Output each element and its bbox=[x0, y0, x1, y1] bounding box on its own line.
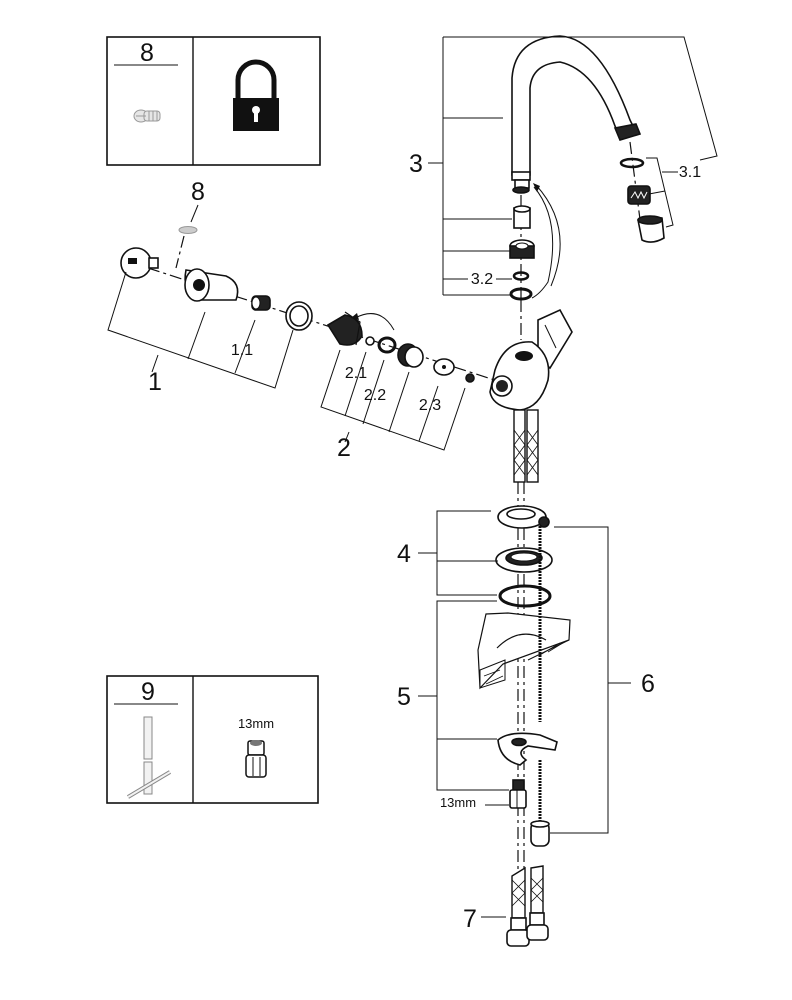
part-4-base-ring bbox=[495, 547, 553, 573]
part-5-13mm-nut bbox=[509, 779, 527, 809]
callout-4: 4 bbox=[397, 540, 411, 568]
padlock-icon bbox=[233, 59, 279, 131]
part-1-cap bbox=[120, 247, 159, 279]
part-1-1-adapter bbox=[251, 295, 271, 311]
box-8-number: 8 bbox=[140, 39, 154, 67]
box-8: 8 bbox=[106, 36, 321, 166]
screw-icon bbox=[133, 109, 161, 123]
callout-3-2: 3.2 bbox=[471, 271, 493, 288]
t-handle-key-icon bbox=[126, 716, 172, 799]
part-2-small-nut bbox=[465, 373, 475, 383]
supply-hoses-upper bbox=[513, 409, 539, 483]
part-2-3-disc bbox=[433, 358, 455, 376]
callout-5: 5 bbox=[397, 683, 411, 711]
part-1-lever-knob bbox=[184, 268, 239, 302]
part-3-1-insert bbox=[627, 185, 651, 205]
part-3-1-washer bbox=[619, 157, 645, 169]
part-5-clamp-plate bbox=[497, 732, 558, 766]
callout-2: 2 bbox=[337, 434, 351, 462]
callout-6: 6 bbox=[641, 670, 655, 698]
part-3-sleeve bbox=[513, 205, 531, 229]
part-3-2-oring bbox=[512, 271, 530, 281]
callout-3: 3 bbox=[409, 150, 423, 178]
box-9-size-label: 13mm bbox=[238, 716, 274, 731]
part-2-2-oring bbox=[377, 336, 397, 354]
box-9: 9 13mm bbox=[106, 675, 319, 804]
part-2-cartridge bbox=[326, 311, 363, 346]
part-6-pull-rod bbox=[530, 526, 550, 847]
socket-icon bbox=[245, 740, 267, 778]
callout-1: 1 bbox=[148, 368, 162, 396]
part-4-escutcheon bbox=[497, 505, 550, 529]
faucet-body bbox=[489, 308, 573, 411]
part-2-cylinder bbox=[397, 343, 424, 368]
callout-2-3: 2.3 bbox=[419, 397, 441, 414]
part-8-grey-screw bbox=[178, 226, 198, 234]
callout-2-2: 2.2 bbox=[364, 387, 386, 404]
countertop-section bbox=[477, 612, 571, 690]
box-9-number: 9 bbox=[141, 678, 155, 706]
part-2-1-oring-small bbox=[365, 336, 375, 346]
callout-3-1: 3.1 bbox=[679, 164, 701, 181]
wrench-size-label: 13mm bbox=[440, 795, 476, 810]
callout-1-1: 1.1 bbox=[231, 342, 253, 359]
part-7-supply-hoses bbox=[506, 865, 549, 947]
part-3-spout bbox=[511, 35, 642, 194]
callout-2-1: 2.1 bbox=[345, 365, 367, 382]
part-3-washer bbox=[509, 287, 533, 301]
part-4-oring bbox=[498, 584, 552, 608]
part-1-ring bbox=[285, 301, 313, 331]
part-3-1-aerator bbox=[637, 215, 665, 243]
callout-7: 7 bbox=[463, 905, 477, 933]
callout-8: 8 bbox=[191, 178, 205, 206]
part-3-nut bbox=[509, 239, 535, 259]
